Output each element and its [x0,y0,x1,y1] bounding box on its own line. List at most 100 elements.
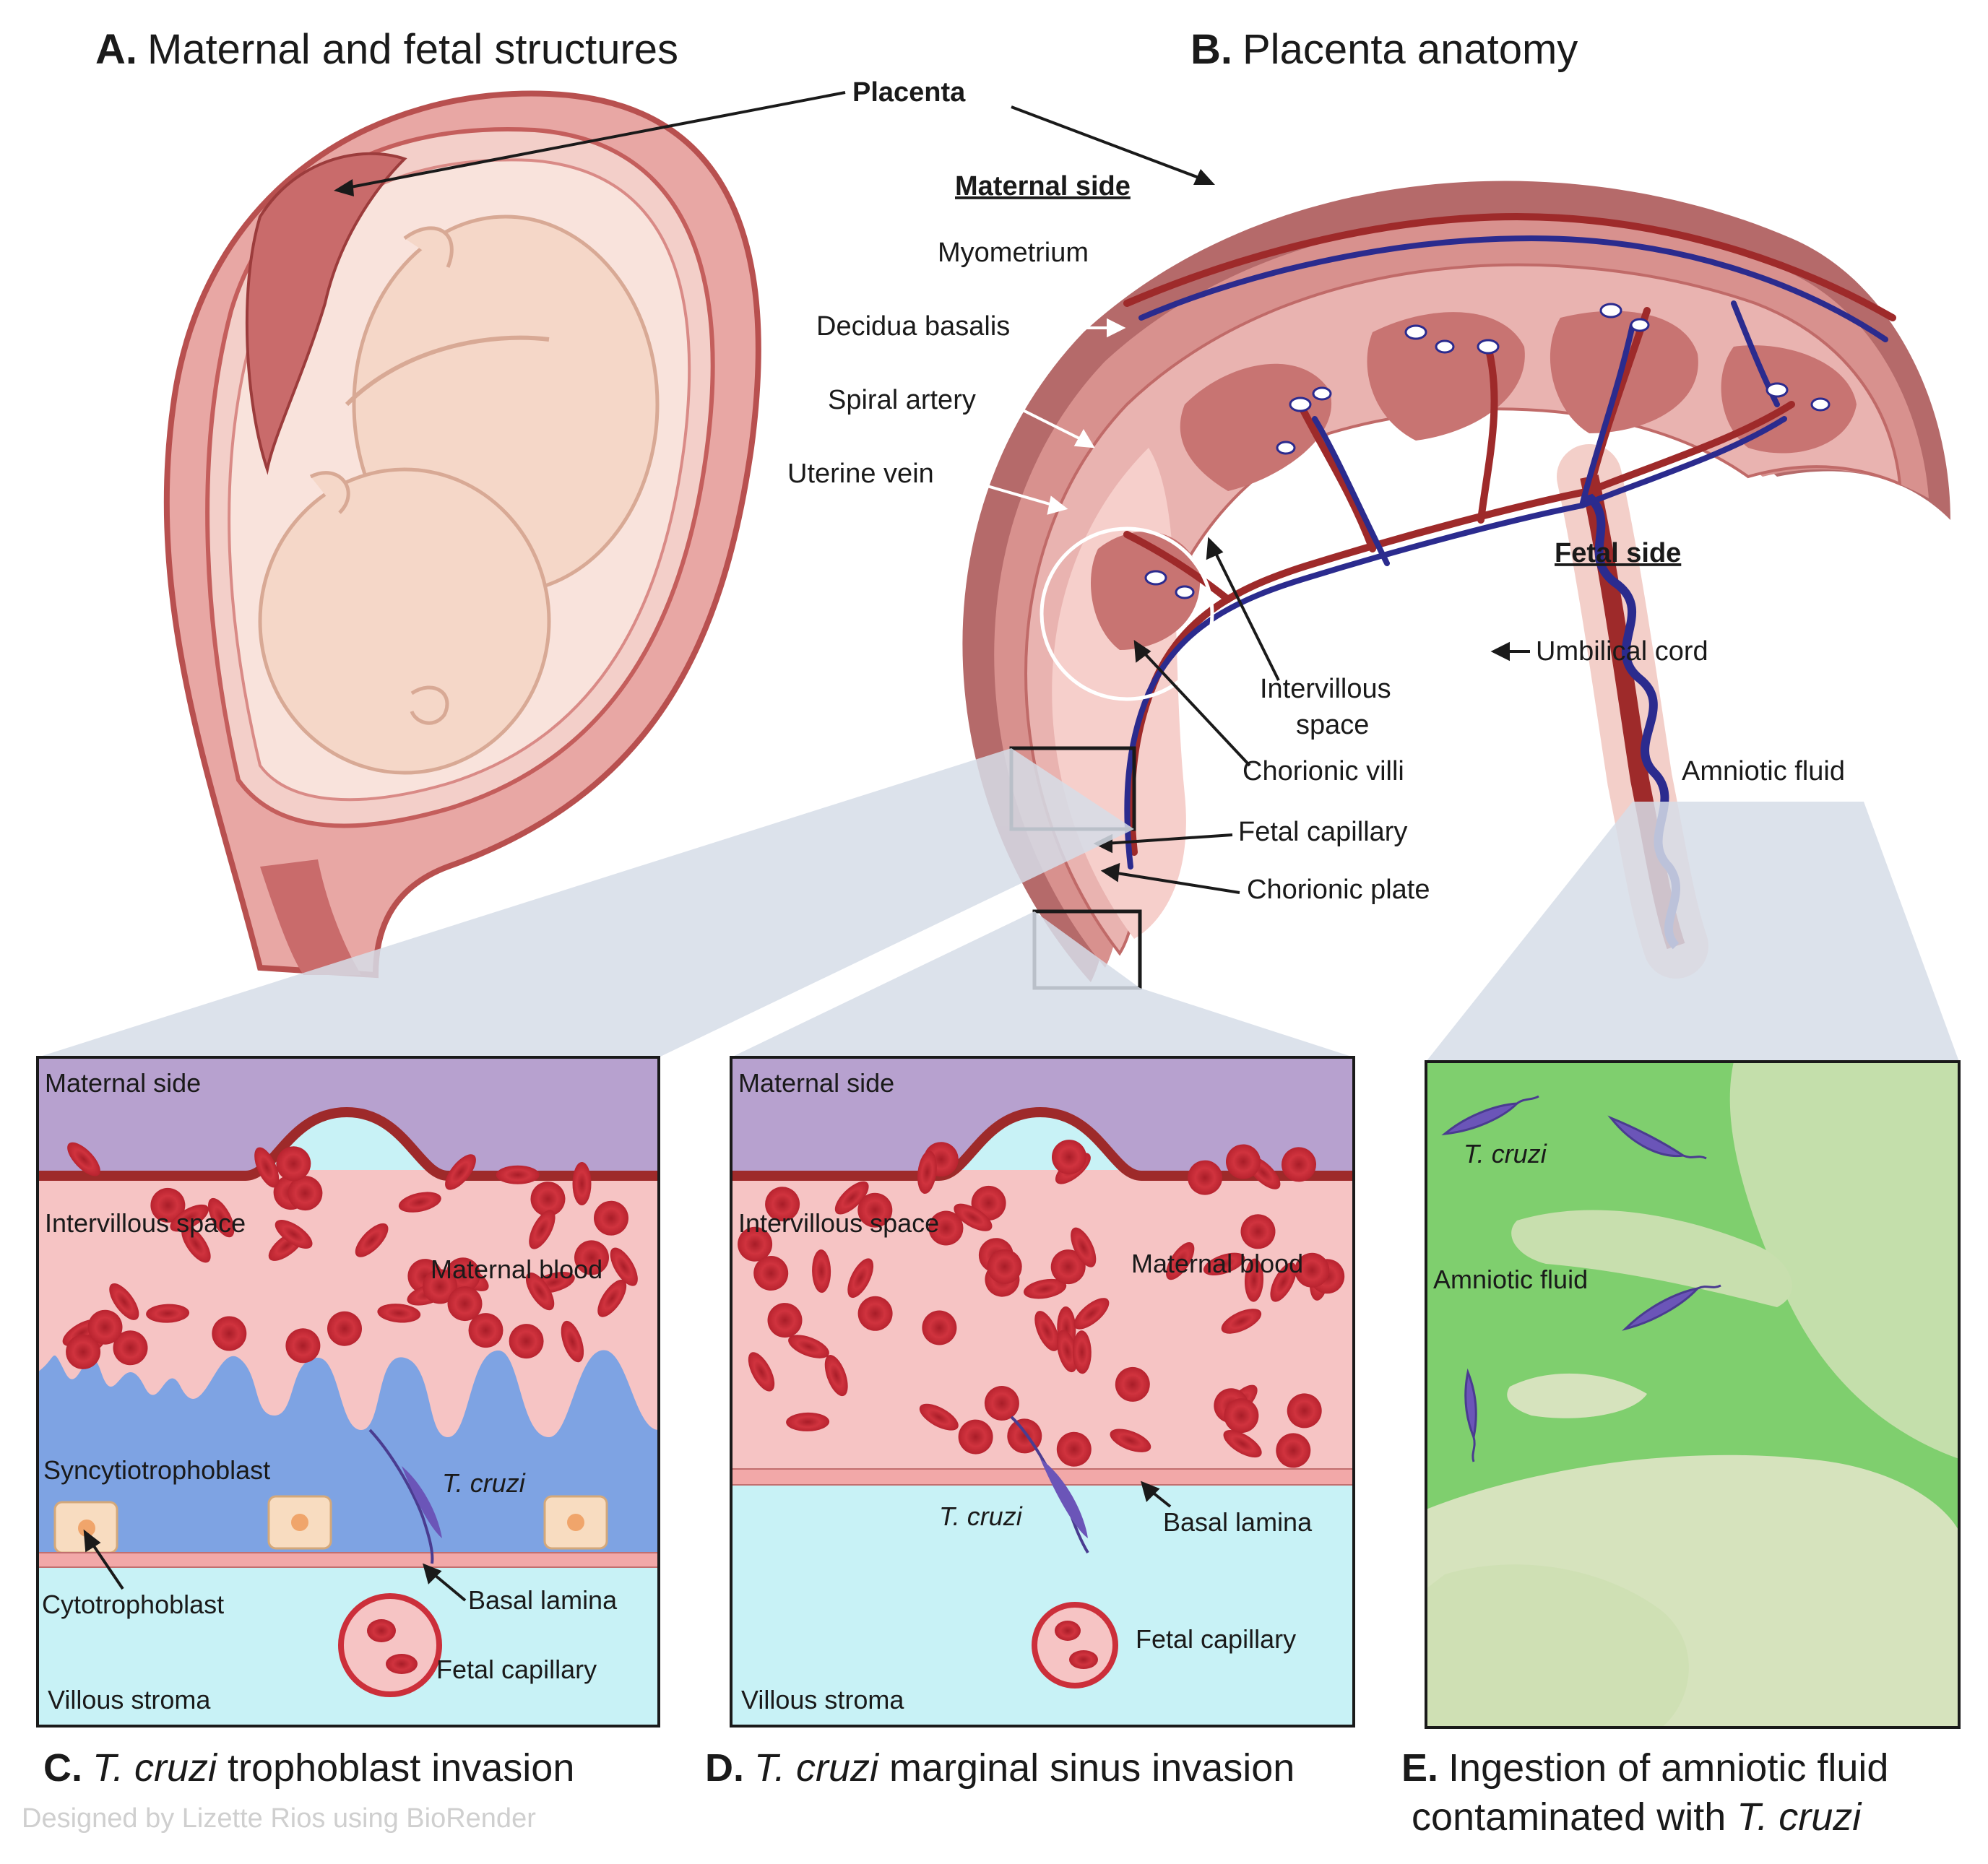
chorionic-villi-label: Chorionic villi [1242,756,1404,786]
cytotrophoblast-label: Cytotrophoblast [42,1590,224,1619]
maternal-rbc-d-31 [1287,1393,1322,1429]
maternal-rbc-c-9 [276,1146,311,1182]
maternal-rbc-c-25 [496,1165,540,1184]
maternal-rbc-d-56 [1240,1214,1276,1249]
maternal-rbc-c-22 [423,1269,458,1304]
panel-a: A.Maternal and fetal structures Placenta [95,26,1215,979]
maternal-rbc-c-24 [66,1334,101,1369]
caption-e-letter: E. [1401,1746,1438,1790]
maternal-rbc-d-58 [1221,1309,1262,1334]
caption-d-letter: D. [705,1746,744,1790]
maternal-rbc-d-27 [1050,1249,1086,1285]
maternal-rbc-d-19 [1203,1252,1245,1275]
fetus-foot [403,226,454,268]
maternal-rbc-c-26 [181,1226,211,1263]
placenta-label-a: Placenta [852,77,966,108]
maternal-rbc-c-42 [447,1286,483,1322]
villous-stroma-label-d: Villous stroma [741,1685,904,1715]
t-cruzi-body-d [1040,1459,1088,1538]
basal-lamina-band-c [38,1552,659,1568]
svg-text:B.Placenta anatomy: B.Placenta anatomy [1190,26,1578,73]
maternal-side-label-b: Maternal side [955,171,1131,201]
t-cruzi-label-d: T. cruzi [939,1501,1023,1531]
maternal-endothelium-d [731,1106,1354,1181]
maternal-rbc-c-27 [150,1187,186,1223]
maternal-rbc-d-42 [1223,1430,1262,1458]
caption-d-rest: marginal sinus invasion [878,1746,1295,1790]
maternal-rbc-c-28 [113,1330,148,1366]
maternal-rbc-d-46 [753,1256,789,1291]
maternal-rbc-c-36 [87,1309,123,1345]
maternal-side-label-d: Maternal side [738,1068,894,1098]
maternal-rbc-c-41 [574,1240,609,1275]
maternal-rbc-d-37 [1295,1252,1330,1288]
intervillous-label-c: Intervillous space [45,1208,246,1238]
caption-e-line2-italic: T. cruzi [1737,1795,1862,1839]
fetus-head [258,467,551,775]
chorionic-plate-label: Chorionic plate [1247,875,1430,905]
maternal-rbc-c-5 [109,1283,139,1320]
panel-e: T. cruzi Amniotic fluid E.Ingestion of a… [1401,1060,1961,1839]
intervillous-label-d: Intervillous space [738,1208,939,1238]
maternal-rbc-d-53 [847,1258,874,1299]
fetal-capillary-d [1032,1602,1118,1689]
fetus-leg-e [1729,1062,1959,1459]
maternal-rbc-d-7 [917,1150,937,1195]
placenta-pointer-a [339,91,846,191]
maternal-rbc-d-47 [958,1419,993,1455]
maternal-rbc-d-13 [748,1352,775,1392]
maternal-rbc-c-2 [572,1162,592,1205]
caption-e-line2-plain: contaminated with [1412,1795,1737,1839]
spiral-artery-label: Spiral artery [828,385,976,415]
projection-e [1426,802,1959,1062]
maternal-rbc-d-36 [788,1335,829,1358]
panel-c-pointers [83,1529,467,1602]
panel-b-title: Placenta anatomy [1242,26,1578,73]
caption-c-rest: trophoblast invasion [217,1746,574,1790]
maternal-side-bg-d [731,1057,1354,1176]
maternal-blood-cells-c [62,1142,638,1369]
maternal-rbc-d-24 [1224,1398,1259,1434]
fetal-capillary-c [338,1593,442,1697]
panel-b-white-pointers [954,246,1184,515]
cotyledon-1 [1180,363,1332,491]
maternal-rbc-d-43 [954,1203,993,1231]
svg-text:E.Ingestion of amniotic fluid: E.Ingestion of amniotic fluid [1401,1746,1888,1790]
fetal-capillary-label-b: Fetal capillary [1238,817,1407,847]
maternal-rbc-d-4 [765,1187,800,1222]
t-cruzi-body-c [402,1466,442,1538]
magnify-circle [1040,526,1214,701]
maternal-rbc-d-9 [984,1386,1019,1421]
basal-lamina-band-d [731,1468,1354,1486]
panel-d-frame [730,1056,1355,1728]
fetus-hand-e [1507,1373,1647,1418]
fetal-rbc-d-2 [1069,1650,1098,1669]
placenta-a [245,152,407,475]
maternal-rbc-d-40 [1270,1262,1297,1302]
basal-lamina-label-c: Basal lamina [468,1585,618,1615]
panel-c-frame [36,1056,660,1728]
intervillous-label-2: space [1296,710,1369,740]
maternal-rbc-c-3 [398,1192,441,1213]
maternal-blood-label-d: Maternal blood [1131,1249,1303,1278]
myometrium-label: Myometrium [938,238,1089,268]
maternal-rbc-d-48 [987,1249,1022,1284]
maternal-rbc-c-13 [445,1154,476,1190]
maternal-rbc-d-6 [1023,1278,1067,1299]
cervix [260,859,361,975]
fetal-capillary-label-d: Fetal capillary [1136,1624,1296,1654]
fetal-side-label-b: Fetal side [1555,538,1681,568]
placenta-cross-section [962,181,1950,990]
maternal-rbc-c-29 [254,1147,280,1188]
maternal-rbc-d-44 [1276,1433,1311,1468]
uterine-vein-label: Uterine vein [787,459,934,489]
venous-tree [1124,235,1888,870]
amniotic-fluid-label-b: Amniotic fluid [1682,756,1845,786]
projection-c [38,748,1134,1057]
maternal-rbc-c-30 [597,1279,627,1317]
maternal-rbc-d-38 [1071,1227,1097,1267]
caption-d-italic: T. cruzi [754,1746,880,1790]
maternal-rbc-d-11 [812,1249,831,1293]
maternal-rbc-d-20 [1282,1147,1316,1182]
